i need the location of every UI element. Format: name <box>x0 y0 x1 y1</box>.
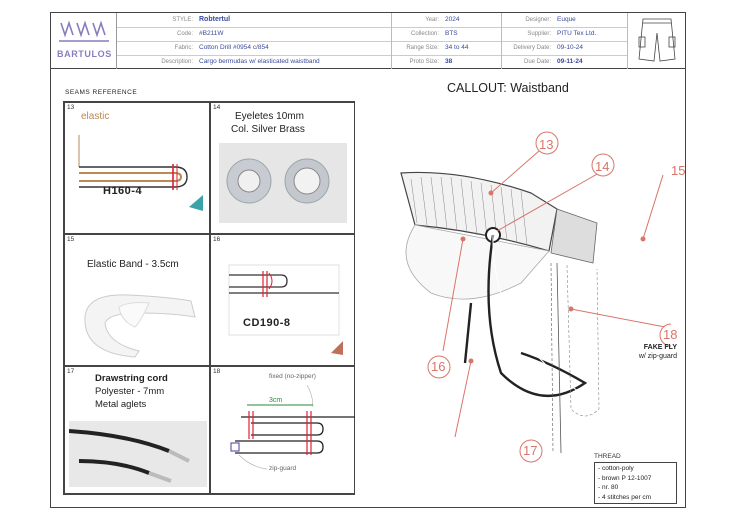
field-collection: Collection: BTS <box>410 30 458 37</box>
field-style: STYLE: Robtertul <box>172 16 231 23</box>
field-year: Year: 2024 <box>425 16 460 23</box>
callout-number-18: 18 <box>663 327 678 342</box>
callout-title: CALLOUT: Waistband <box>447 81 569 95</box>
callout-number-13: 13 <box>539 137 554 152</box>
field-description: Description: Cargo bermudas w/ elasticat… <box>161 58 320 65</box>
eyelet-photo-icon <box>219 143 347 223</box>
fixed-label: fixed (no-zipper) <box>269 373 316 380</box>
shorts-sketch-icon <box>638 18 676 62</box>
seam-16-code: CD190-8 <box>243 317 291 329</box>
seam-13-code: H160-4 <box>103 185 143 197</box>
seam-cell-16: 16 CD190-8 <box>210 234 355 366</box>
waistband-illustration-icon <box>400 131 671 463</box>
logo-text: BARTULOS <box>57 49 112 59</box>
callout-number-15: 15 <box>671 163 686 178</box>
field-fabric: Fabric: Cotton Drill #0954 c/854 <box>174 44 269 51</box>
field-supplier: Supplier: PITU Tex Ltd. <box>527 30 597 37</box>
thread-line: - nr. 80 <box>598 484 619 491</box>
seam-cell-18: 18 fixed (no-zipper) 3cm zip-guard <box>210 366 355 494</box>
cord-spec-line2: Polyester - 7mm <box>95 386 165 397</box>
thread-title: THREAD <box>594 453 621 460</box>
seam-13-diagram-icon <box>78 135 205 211</box>
field-code: Code: #B211W <box>176 30 224 37</box>
elastic-band-photo-icon <box>84 294 196 358</box>
callout-number-17: 17 <box>523 443 538 458</box>
eyelet-spec-line2: Col. Silver Brass <box>231 124 305 135</box>
elastic-band-label: Elastic Band - 3.5cm <box>87 259 179 270</box>
cord-spec-line1: Drawstring cord <box>95 373 168 384</box>
elastic-label: elastic <box>81 111 110 122</box>
zip-guard-label: zip-guard <box>269 465 297 472</box>
callout-number-16: 16 <box>431 359 446 374</box>
seam-cell-17: 17 Drawstring cord Polyester - 7mm Metal… <box>64 366 210 494</box>
seams-grid: 13 elastic H160-4 14 Eyeletes 10mm Col. … <box>63 101 355 495</box>
seam-cell-14: 14 Eyeletes 10mm Col. Silver Brass <box>210 102 355 234</box>
callout-number-14: 14 <box>595 159 610 174</box>
field-proto-size: Proto Size: 38 <box>409 58 453 65</box>
thread-line: - cotton-poly <box>598 465 634 472</box>
seam-cell-13: 13 elastic H160-4 <box>64 102 210 234</box>
seams-reference-title: SEAMS REFERENCE <box>65 89 138 96</box>
seam-cell-15: 15 Elastic Band - 3.5cm <box>64 234 210 366</box>
drawstring-photo-icon <box>69 421 207 487</box>
brand-logo: BARTULOS <box>51 13 117 69</box>
cord-spec-line3: Metal aglets <box>95 399 147 410</box>
eyelet-spec-line1: Eyeletes 10mm <box>235 111 304 122</box>
logo-mark-icon <box>59 20 109 42</box>
field-range-size: Range Size: 34 to 44 <box>406 44 469 51</box>
field-delivery-date: Delivery Date: 09-10-24 <box>513 44 584 51</box>
fake-fly-label: FAKE FLY w/ zip-guard <box>638 344 677 360</box>
field-due-date: Due Date: 09-11-24 <box>523 58 583 65</box>
thread-line: - 4 stitches per cm <box>598 493 652 501</box>
thread-spec-box: - cotton-poly - brown P 12-1007 - nr. 80… <box>594 462 677 504</box>
tech-sheet: BARTULOS STYLE: Robtertul Code: #B211W F… <box>50 12 686 508</box>
header: BARTULOS STYLE: Robtertul Code: #B211W F… <box>51 13 685 69</box>
measure-label: 3cm <box>269 397 283 404</box>
thread-line: - brown P 12-1007 <box>598 474 652 482</box>
field-designer: Designer: Euque <box>525 16 576 23</box>
seam-18-diagram-icon <box>230 384 355 470</box>
seam-16-diagram-icon <box>228 264 343 355</box>
